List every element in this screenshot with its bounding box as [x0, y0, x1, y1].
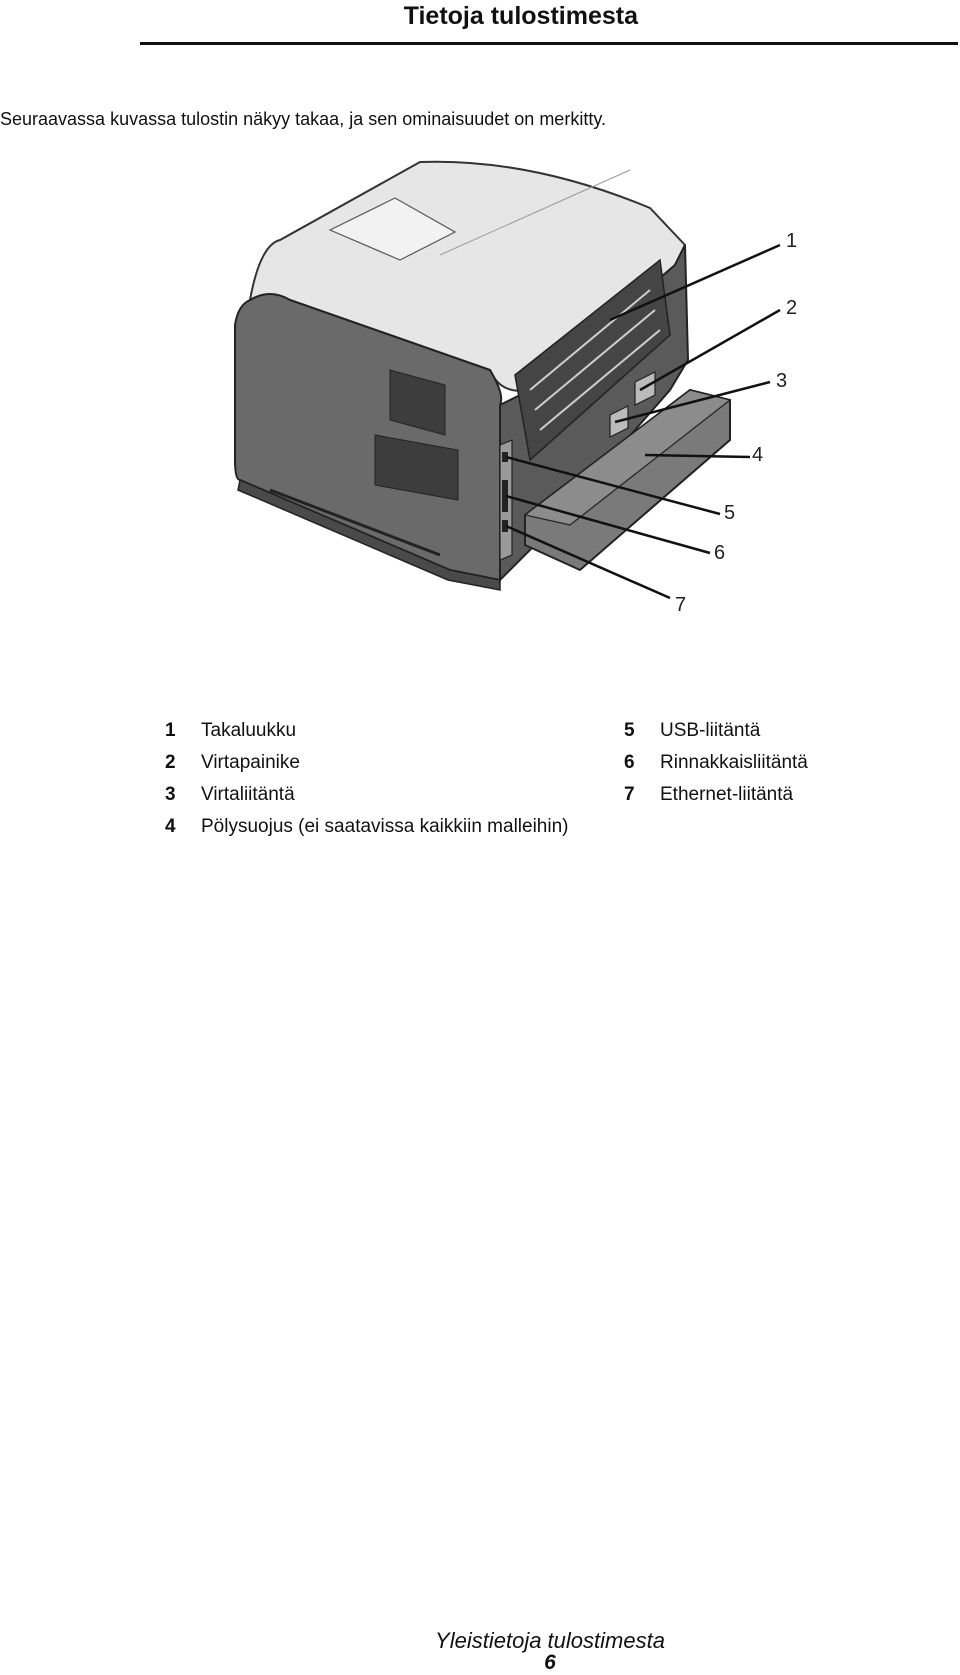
legend-number: 6 [624, 752, 635, 773]
legend-label: Takaluukku [201, 720, 297, 741]
legend-label: Virtaliitäntä [201, 784, 295, 805]
legend-label: Virtapainike [201, 752, 300, 773]
intro-paragraph: Seuraavassa kuvassa tulostin näkyy takaa… [0, 109, 606, 129]
figure-legend: 1 Takaluukku 2 Virtapainike 3 Virtaliitä… [0, 720, 960, 870]
legend-label: Rinnakkaisliitäntä [660, 752, 808, 773]
legend-number: 2 [165, 752, 176, 773]
printer-rear-svg [234, 160, 781, 600]
printer-rear-illustration: 1 2 3 4 5 6 7 [230, 160, 870, 670]
legend-label: USB-liitäntä [660, 720, 761, 741]
footer-page-number: 6 [544, 1651, 556, 1674]
header-rule [140, 42, 958, 45]
legend-number: 5 [624, 720, 635, 741]
legend-number: 7 [624, 784, 635, 805]
callout-3: 3 [776, 370, 788, 392]
legend-number: 1 [165, 720, 176, 741]
callout-7: 7 [675, 594, 687, 616]
callout-1: 1 [786, 230, 798, 252]
legend-label: Ethernet-liitäntä [660, 784, 794, 805]
page-header-title: Tietoja tulostimesta [403, 2, 638, 30]
legend-number: 4 [165, 816, 176, 837]
legend-label: Pölysuojus (ei saatavissa kaikkiin malle… [201, 816, 569, 837]
callout-4: 4 [752, 444, 764, 466]
footer-section-title: Yleistietoja tulostimesta [435, 1628, 665, 1653]
legend-number: 3 [165, 784, 176, 805]
callout-5: 5 [724, 502, 736, 524]
callout-6: 6 [714, 542, 726, 564]
callout-2: 2 [786, 297, 798, 319]
